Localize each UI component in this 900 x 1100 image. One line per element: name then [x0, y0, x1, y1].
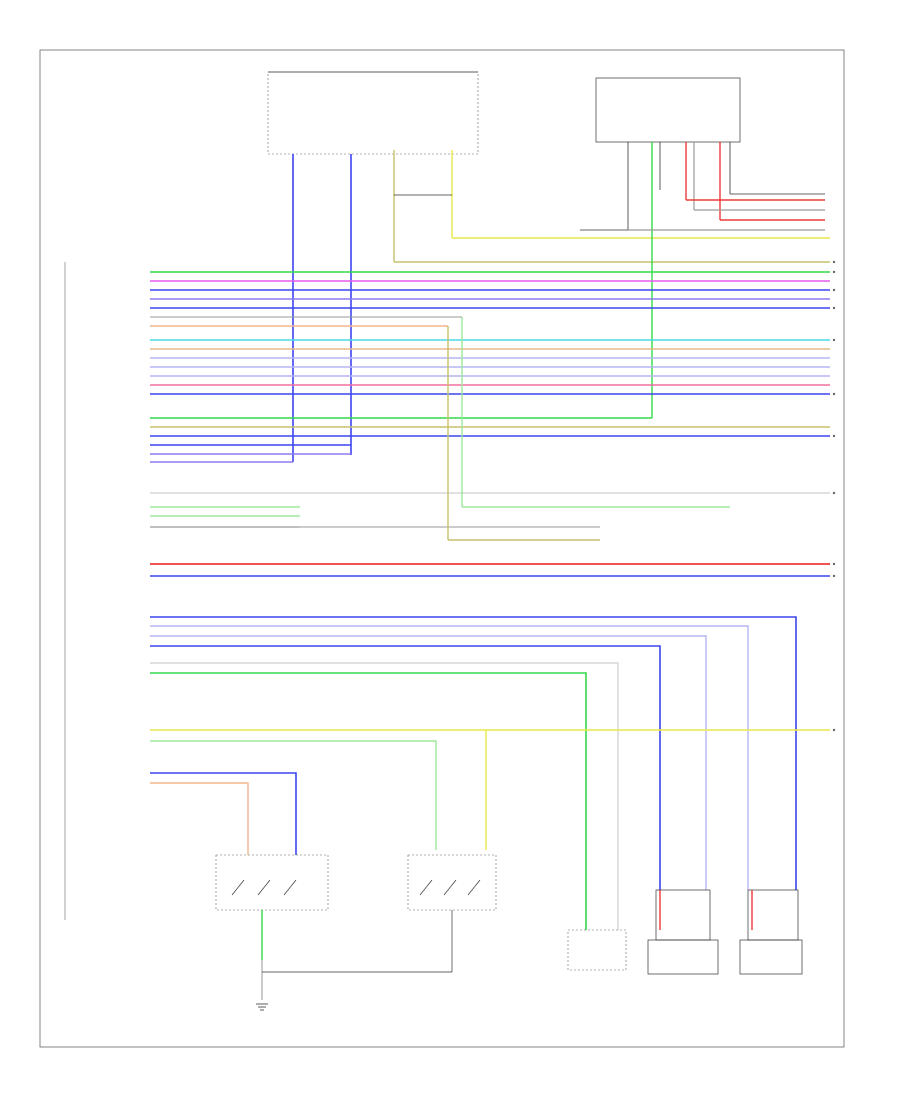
top-right-module	[595, 77, 741, 143]
harness-group-3	[150, 317, 830, 577]
seat-belt-switch-left	[215, 854, 329, 911]
top-center-module	[267, 71, 479, 155]
weight-sensor-unit-1	[647, 889, 719, 975]
harness-group-4	[150, 616, 830, 930]
ground-symbol	[256, 1003, 268, 1011]
weight-sensor-unit-2	[739, 889, 803, 975]
diagram-frame	[39, 49, 845, 1048]
occupancy-sensor-unit	[567, 929, 627, 971]
seat-belt-switch-right	[407, 854, 497, 911]
harness-group-1	[150, 271, 830, 395]
harness-group-2	[150, 417, 830, 463]
right-edge-terminals	[832, 260, 836, 732]
